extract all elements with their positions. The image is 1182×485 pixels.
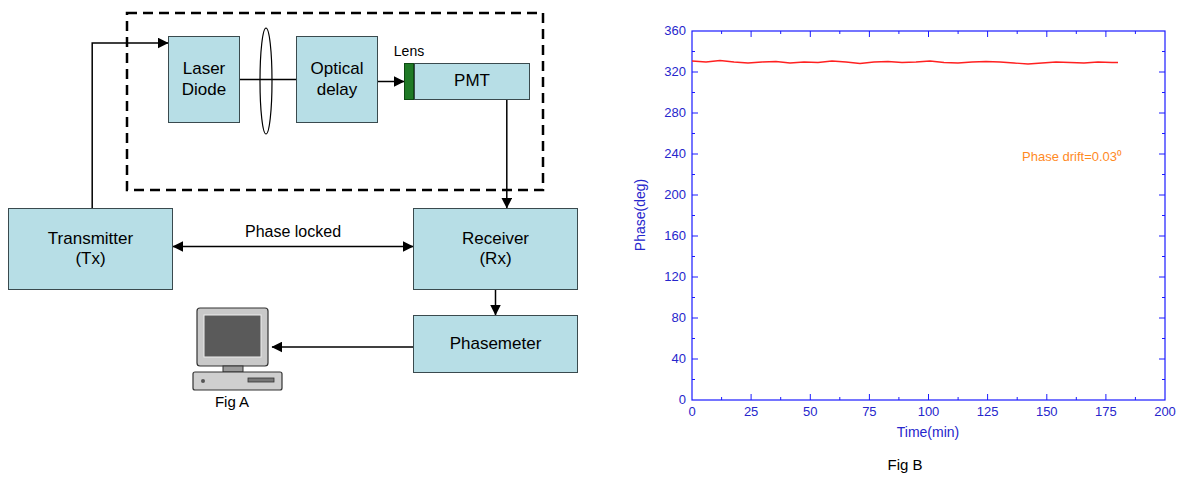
box-label: Receiver (Rx) bbox=[451, 229, 541, 270]
box-label: Optical delay bbox=[302, 59, 372, 100]
tick-label: 80 bbox=[672, 311, 686, 326]
tick-label: 75 bbox=[862, 405, 876, 420]
tick-label: 100 bbox=[918, 405, 940, 420]
tick-label: 40 bbox=[672, 352, 686, 367]
process-box: Receiver (Rx) bbox=[413, 208, 578, 290]
lens-element: Lens bbox=[404, 63, 414, 100]
edge-label: Phase locked bbox=[242, 223, 344, 241]
tick-label: 200 bbox=[664, 188, 686, 203]
tick-label: 360 bbox=[664, 24, 686, 39]
process-box: Optical delay bbox=[296, 36, 378, 123]
connector-arrow bbox=[495, 290, 497, 315]
process-box: Transmitter (Tx) bbox=[8, 208, 173, 290]
computer-icon bbox=[193, 308, 282, 390]
tick-label: 150 bbox=[1036, 405, 1058, 420]
figure-caption: Fig B bbox=[887, 456, 922, 473]
tick-label: 200 bbox=[1154, 405, 1176, 420]
phase-trace bbox=[692, 61, 1118, 65]
box-label: PMT bbox=[454, 71, 490, 91]
box-label: Laser Diode bbox=[174, 59, 234, 100]
tick-label: 125 bbox=[977, 405, 999, 420]
lens-ellipse bbox=[260, 28, 272, 134]
axis-ticks bbox=[692, 31, 1165, 400]
process-box: Phasemeter bbox=[413, 315, 578, 373]
process-box: PMT bbox=[414, 63, 530, 100]
axis-title: Time(min) bbox=[897, 424, 959, 440]
monitor-stand bbox=[223, 366, 243, 372]
tick-label: 0 bbox=[688, 405, 695, 420]
figure-caption: Fig A bbox=[215, 393, 249, 410]
tick-label: 0 bbox=[679, 393, 686, 408]
connector-arrow bbox=[92, 43, 168, 208]
power-button bbox=[201, 379, 205, 383]
chart-annotation: Phase drift=0.03⁰ bbox=[1022, 150, 1122, 165]
tick-label: 25 bbox=[744, 405, 758, 420]
axis-title: Phase(deg) bbox=[632, 179, 648, 251]
dashed-enclosure bbox=[127, 13, 543, 190]
tick-label: 175 bbox=[1095, 405, 1117, 420]
lens-label: Lens bbox=[394, 43, 424, 59]
plot-frame bbox=[692, 31, 1165, 400]
monitor-frame bbox=[197, 308, 268, 366]
connector-arrow bbox=[378, 81, 404, 83]
tick-label: 280 bbox=[664, 106, 686, 121]
box-label: Transmitter (Tx) bbox=[36, 229, 146, 270]
connector-arrow bbox=[173, 246, 413, 248]
connector-arrow bbox=[506, 100, 508, 208]
tick-label: 50 bbox=[803, 405, 817, 420]
data-arrow bbox=[272, 346, 413, 348]
computer-base bbox=[193, 372, 282, 390]
tick-label: 320 bbox=[664, 65, 686, 80]
box-label: Phasemeter bbox=[450, 334, 542, 354]
process-box: Laser Diode bbox=[168, 36, 240, 123]
drive-slot bbox=[248, 378, 274, 382]
tick-label: 120 bbox=[664, 270, 686, 285]
tick-label: 240 bbox=[664, 147, 686, 162]
tick-label: 160 bbox=[664, 229, 686, 244]
monitor-screen bbox=[204, 315, 261, 357]
